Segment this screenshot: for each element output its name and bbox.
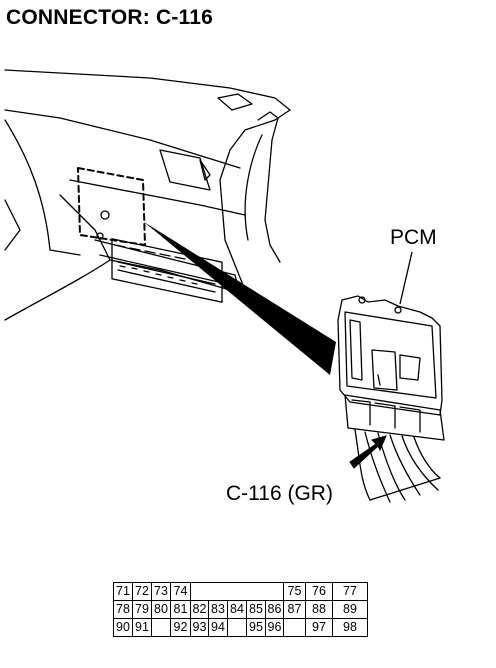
pin-cell: 84 bbox=[227, 600, 247, 619]
pin-cell: 86 bbox=[265, 600, 284, 619]
pin-cell: 83 bbox=[208, 600, 228, 619]
pin-cell-blank bbox=[283, 618, 306, 637]
pin-cell: 79 bbox=[132, 600, 152, 619]
pin-cell: 78 bbox=[113, 600, 133, 619]
pin-cell: 92 bbox=[170, 618, 191, 637]
location-box bbox=[77, 167, 146, 246]
pcm-module-drawing bbox=[337, 295, 445, 503]
pin-cell: 71 bbox=[113, 582, 133, 601]
page-title: CONNECTOR: C-116 bbox=[6, 6, 214, 29]
pcm-label: PCM bbox=[390, 226, 437, 249]
pin-cell: 72 bbox=[132, 582, 152, 601]
pin-cell-blank bbox=[227, 618, 247, 637]
pin-cell: 73 bbox=[151, 582, 171, 601]
connector-pin-table: 71 72 73 74 75 76 77 78 79 80 81 82 83 8… bbox=[113, 582, 368, 637]
pin-row-1: 71 72 73 74 75 76 77 bbox=[113, 582, 368, 601]
pin-cell: 74 bbox=[170, 582, 191, 601]
pin-row-2: 78 79 80 81 82 83 84 85 86 87 88 89 bbox=[113, 600, 368, 619]
zoom-wedge bbox=[144, 222, 336, 375]
pin-cell: 75 bbox=[283, 582, 306, 601]
pin-cell-blank bbox=[151, 618, 171, 637]
pin-cell: 94 bbox=[208, 618, 228, 637]
pin-cell-blank bbox=[190, 582, 284, 601]
pin-cell: 82 bbox=[190, 600, 209, 619]
pin-cell: 80 bbox=[151, 600, 171, 619]
pin-cell: 81 bbox=[170, 600, 191, 619]
pin-cell: 76 bbox=[305, 582, 333, 601]
pin-cell: 87 bbox=[283, 600, 306, 619]
pin-cell: 95 bbox=[246, 618, 266, 637]
dashboard-drawing bbox=[4, 69, 291, 321]
pin-cell: 77 bbox=[332, 582, 368, 601]
pin-cell: 85 bbox=[246, 600, 266, 619]
connector-label: C-116 (GR) bbox=[226, 482, 333, 505]
pin-row-3: 90 91 92 93 94 95 96 97 98 bbox=[113, 618, 368, 637]
pointer-arrow-icon bbox=[349, 435, 387, 469]
pin-cell: 90 bbox=[113, 618, 133, 637]
pin-cell: 96 bbox=[265, 618, 284, 637]
pin-cell: 93 bbox=[190, 618, 209, 637]
pin-cell: 98 bbox=[332, 618, 368, 637]
pin-cell: 91 bbox=[132, 618, 152, 637]
pin-cell: 88 bbox=[305, 600, 333, 619]
pin-cell: 97 bbox=[305, 618, 333, 637]
pin-cell: 89 bbox=[332, 600, 368, 619]
